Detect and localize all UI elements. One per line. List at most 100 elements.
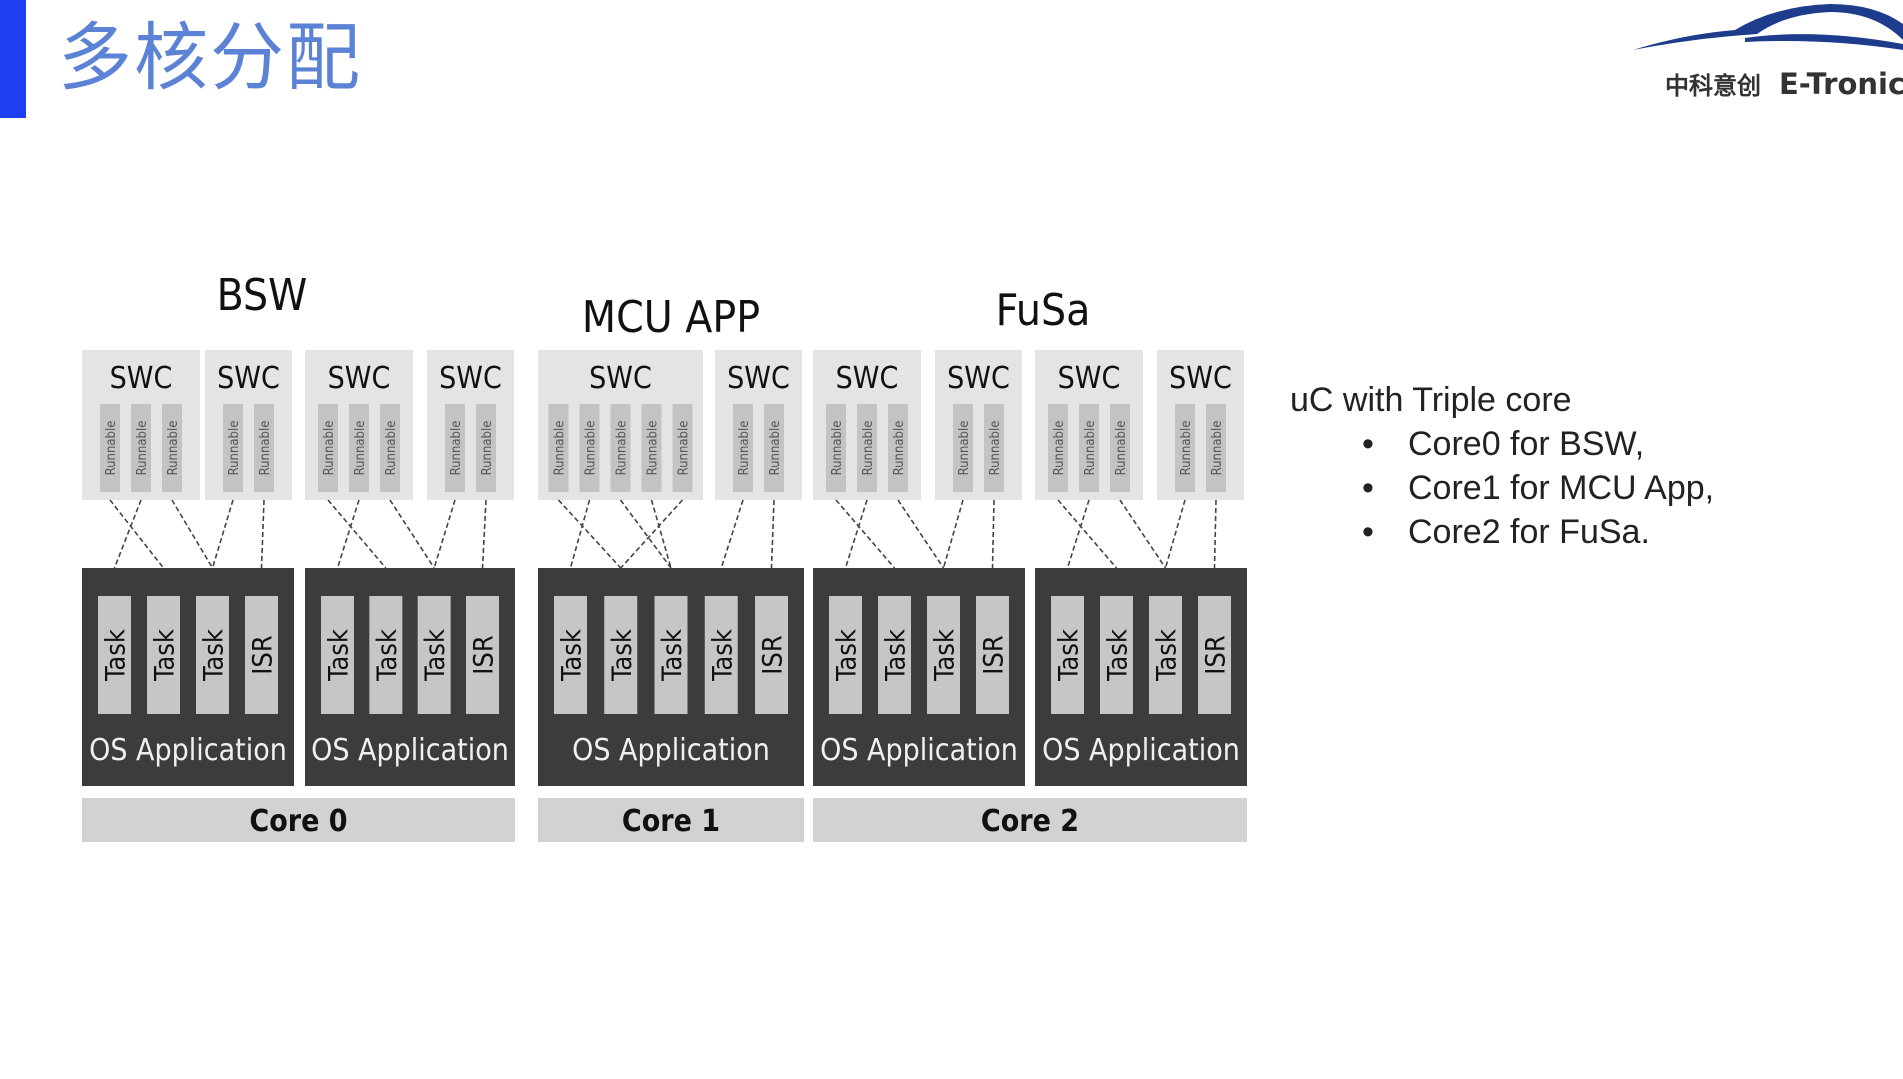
group-label-mcu-app: MCU APP: [582, 292, 760, 343]
isr-slot: [976, 596, 1009, 714]
runnable-slot: [1206, 404, 1226, 492]
swc-label: SWC: [217, 361, 280, 396]
runnable-label: Runnable: [166, 421, 181, 476]
runnable-task-link: [327, 499, 387, 569]
runnable-task-link: [171, 499, 214, 569]
runnable-label: Runnable: [988, 421, 1003, 476]
side-bullet-list: Core0 for BSW, Core1 for MCU App, Core2 …: [1290, 422, 1714, 554]
logo-brand-en: E-Tronic: [1779, 67, 1903, 101]
runnable-task-link: [1066, 499, 1090, 569]
side-heading: uC with Triple core: [1290, 381, 1572, 419]
runnable-slot: [984, 404, 1004, 492]
swc-box: [205, 350, 292, 500]
runnable-label: Runnable: [322, 421, 337, 476]
runnable-task-link: [770, 499, 775, 569]
runnable-task-link: [620, 499, 684, 569]
runnable-label: Runnable: [584, 421, 599, 476]
task-label: Task: [1103, 629, 1134, 682]
task-label: Task: [1152, 629, 1183, 682]
bullet-core0: Core0 for BSW,: [1362, 422, 1714, 466]
task-slot: [878, 596, 911, 714]
runnable-label: Runnable: [646, 421, 661, 476]
task-slot: [147, 596, 180, 714]
isr-label: ISR: [1201, 635, 1232, 675]
task-label: Task: [324, 629, 355, 682]
runnable-slot: [579, 404, 600, 492]
runnable-task-link: [991, 499, 995, 569]
task-label: Task: [930, 629, 961, 682]
task-slot: [654, 596, 688, 714]
core-label: Core 0: [249, 804, 347, 839]
task-label: Task: [199, 629, 230, 682]
isr-slot: [466, 596, 499, 714]
runnable-task-link: [1213, 499, 1217, 569]
task-label: Task: [607, 629, 638, 682]
swc-label: SWC: [1058, 361, 1121, 396]
task-slot: [417, 596, 451, 714]
runnable-task-link: [650, 499, 672, 569]
runnable-task-link: [1057, 499, 1118, 569]
runnable-task-link: [389, 499, 435, 569]
swc-label: SWC: [439, 361, 502, 396]
bullet-core1: Core1 for MCU App,: [1362, 466, 1714, 510]
group-label-bsw: BSW: [217, 270, 308, 321]
swc-label: SWC: [727, 361, 790, 396]
task-slot: [927, 596, 960, 714]
runnable-slot: [857, 404, 877, 492]
task-slot: [369, 596, 403, 714]
runnable-slot: [1175, 404, 1195, 492]
task-slot: [1149, 596, 1182, 714]
runnable-slot: [764, 404, 784, 492]
runnable-task-link: [619, 499, 672, 569]
runnable-label: Runnable: [1083, 421, 1098, 476]
swc-box: [427, 350, 514, 500]
task-slot: [321, 596, 354, 714]
os-application-label: OS Application: [311, 733, 509, 768]
runnable-task-link: [897, 499, 945, 569]
runnable-slot: [610, 404, 631, 492]
runnable-task-link: [1119, 499, 1167, 569]
runnable-task-link: [433, 499, 456, 569]
isr-slot: [1198, 596, 1231, 714]
runnable-slot: [826, 404, 846, 492]
task-label: Task: [657, 629, 688, 682]
runnable-task-link: [942, 499, 964, 569]
runnable-slot: [1110, 404, 1130, 492]
runnable-task-link: [1164, 499, 1186, 569]
runnable-task-link: [835, 499, 896, 569]
core-bar: [538, 798, 804, 842]
side-description: uC with Triple core Core0 for BSW, Core1…: [1290, 378, 1714, 554]
group-label-fusa: FuSa: [996, 285, 1091, 336]
os-application-label: OS Application: [1042, 733, 1240, 768]
swc-box: [715, 350, 802, 500]
swc-box: [1157, 350, 1244, 500]
task-slot: [554, 596, 587, 714]
page-title: 多核分配: [58, 15, 362, 101]
runnable-slot: [548, 404, 569, 492]
runnable-label: Runnable: [861, 421, 876, 476]
runnable-label: Runnable: [892, 421, 907, 476]
runnable-task-link: [211, 499, 234, 569]
runnable-label: Runnable: [615, 421, 630, 476]
runnable-slot: [641, 404, 662, 492]
runnable-task-link: [109, 499, 165, 569]
runnable-label: Runnable: [1114, 421, 1129, 476]
runnable-label: Runnable: [737, 421, 752, 476]
runnable-slot: [1079, 404, 1099, 492]
swc-box: [935, 350, 1022, 500]
task-slot: [1100, 596, 1133, 714]
runnable-label: Runnable: [227, 421, 242, 476]
bullet-core2: Core2 for FuSa.: [1362, 510, 1714, 554]
task-label: Task: [420, 629, 451, 682]
task-slot: [829, 596, 862, 714]
runnable-slot: [733, 404, 753, 492]
os-application-label: OS Application: [89, 733, 287, 768]
runnable-label: Runnable: [104, 421, 119, 476]
runnable-slot: [254, 404, 274, 492]
runnable-label: Runnable: [1210, 421, 1225, 476]
core-label: Core 2: [981, 804, 1079, 839]
runnable-label: Runnable: [480, 421, 495, 476]
isr-slot: [755, 596, 788, 714]
os-application-label: OS Application: [820, 733, 1018, 768]
